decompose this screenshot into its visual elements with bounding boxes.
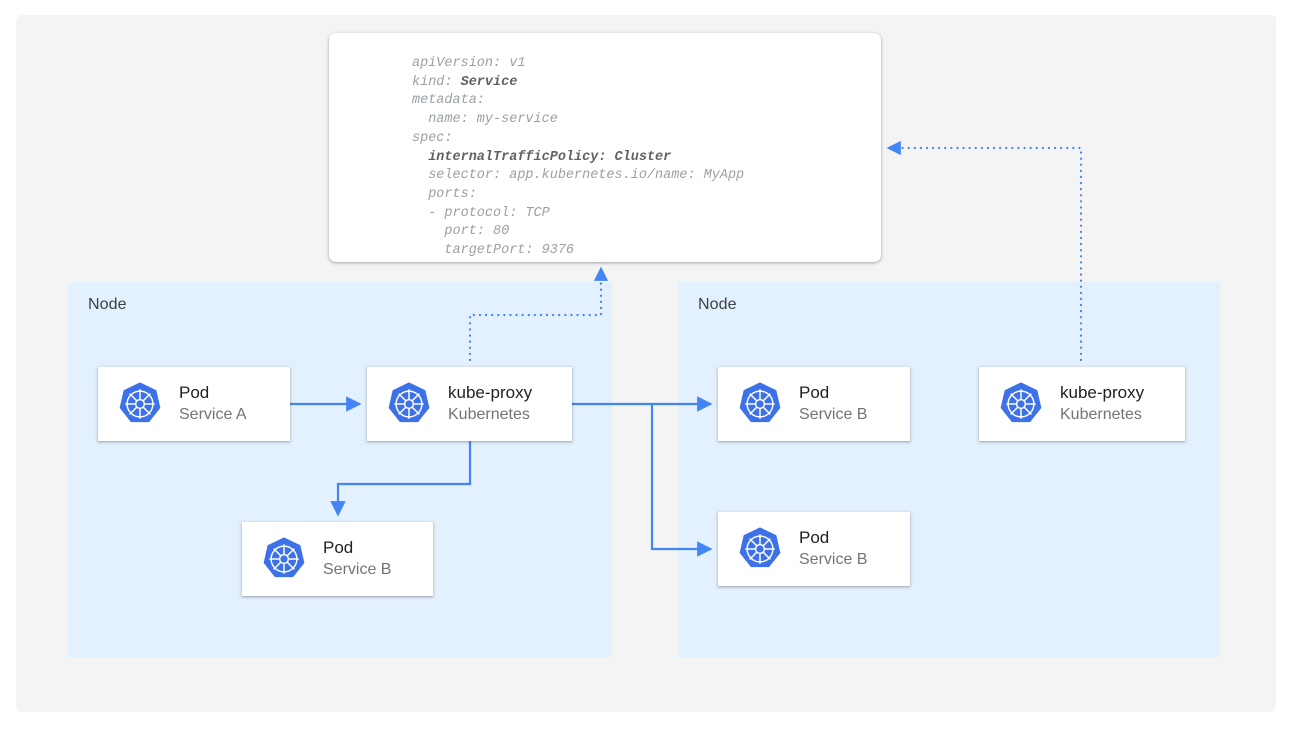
kubernetes-icon bbox=[1000, 382, 1042, 423]
yaml-line-apiversion: apiVersion: v1 bbox=[412, 56, 526, 71]
card-pod-service-b-right-upper[interactable]: Pod Service B bbox=[718, 367, 910, 441]
card-subtitle: Service B bbox=[799, 551, 868, 568]
card-title: Pod bbox=[799, 383, 830, 402]
card-title: Pod bbox=[323, 538, 354, 557]
yaml-line-port: port: 80 bbox=[412, 224, 510, 240]
yaml-line-targetport: targetPort: 9376 bbox=[412, 243, 575, 259]
card-subtitle: Kubernetes bbox=[448, 406, 530, 423]
card-pod-service-b-left[interactable]: Pod Service B bbox=[242, 522, 433, 596]
card-title: Pod bbox=[799, 528, 830, 547]
card-subtitle: Service B bbox=[323, 561, 392, 578]
yaml-line-metadata-name: name: my-service bbox=[412, 112, 558, 128]
card-subtitle: Service B bbox=[799, 406, 868, 423]
node-box-left: Node bbox=[68, 282, 612, 657]
yaml-line-ports: ports: bbox=[412, 186, 477, 202]
node-box-right: Node bbox=[678, 282, 1220, 657]
card-subtitle: Service A bbox=[179, 406, 247, 423]
kubernetes-icon bbox=[119, 382, 161, 423]
yaml-line-internal-traffic-policy: internalTrafficPolicy: Cluster bbox=[412, 149, 672, 165]
node-label-right: Node bbox=[698, 296, 737, 313]
kubernetes-icon bbox=[739, 527, 781, 568]
card-text: Pod Service B bbox=[323, 537, 391, 581]
card-kube-proxy-left[interactable]: kube-proxy Kubernetes bbox=[367, 367, 572, 441]
card-text: kube-proxy Kubernetes bbox=[448, 382, 532, 426]
card-kube-proxy-right[interactable]: kube-proxy Kubernetes bbox=[979, 367, 1185, 441]
yaml-line-spec: spec: bbox=[412, 130, 453, 146]
yaml-line-kind-key: kind: bbox=[412, 74, 461, 90]
service-manifest-code: apiVersion: v1 kind: Service metadata: n… bbox=[412, 55, 744, 261]
service-manifest-panel: apiVersion: v1 kind: Service metadata: n… bbox=[329, 33, 881, 262]
card-text: Pod Service A bbox=[179, 382, 247, 426]
card-title: kube-proxy bbox=[1060, 383, 1145, 402]
card-title: kube-proxy bbox=[448, 383, 533, 402]
card-pod-service-a[interactable]: Pod Service A bbox=[98, 367, 290, 441]
yaml-value-kind: Service bbox=[460, 74, 518, 90]
kubernetes-icon bbox=[388, 382, 430, 423]
yaml-line-selector: selector: app.kubernetes.io/name: MyApp bbox=[412, 168, 745, 184]
card-pod-service-b-right-lower[interactable]: Pod Service B bbox=[718, 512, 910, 586]
card-title: Pod bbox=[179, 383, 210, 402]
card-text: Pod Service B bbox=[799, 527, 867, 571]
yaml-line-protocol: - protocol: TCP bbox=[412, 205, 550, 221]
kubernetes-icon bbox=[739, 382, 781, 423]
card-subtitle: Kubernetes bbox=[1060, 406, 1142, 423]
yaml-line-metadata: metadata: bbox=[412, 93, 485, 109]
node-label-left: Node bbox=[88, 296, 127, 313]
card-text: kube-proxy Kubernetes bbox=[1060, 382, 1144, 426]
card-text: Pod Service B bbox=[799, 382, 867, 426]
kubernetes-icon bbox=[263, 537, 305, 578]
